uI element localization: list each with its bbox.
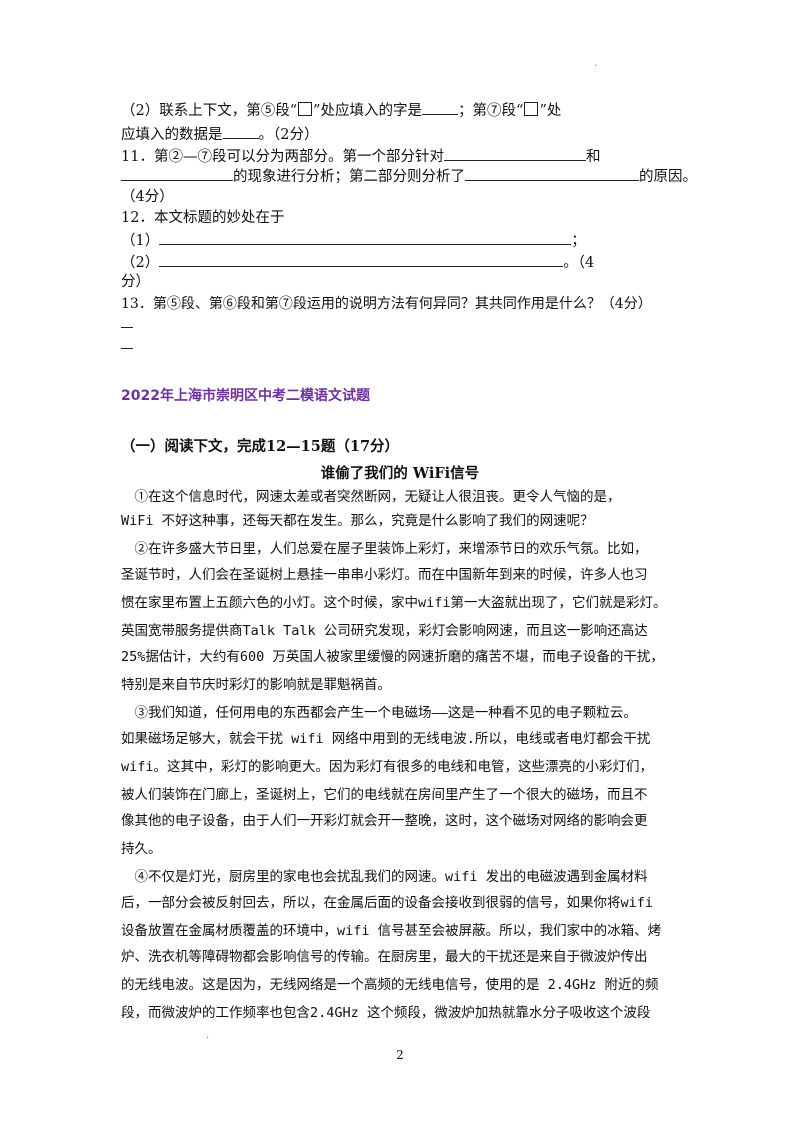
question-12-line-4: 分） (121, 272, 701, 292)
article-title: 谁偷了我们的 WiFi信号 (320, 465, 480, 482)
article-line: 如果磁场足够大，就会干扰 wifi 网络中用到的无线电波.所以，电线或者电灯都会… (121, 731, 651, 747)
article-line: 英国宽带服务提供商Talk Talk 公司研究发现，彩灯会影响网速，而且这一影响… (121, 623, 648, 639)
question-13-line-1: 13．第⑤段、第⑥段和第⑦段运用的说明方法有何异同？其共同作用是什么？（4分） (121, 294, 701, 314)
text: 和 (585, 149, 601, 165)
article-line: ③我们知道，任何用电的东西都会产生一个电磁场——这是一种看不见的电子颗粒云。 (121, 705, 637, 721)
question-11-line-1: 11．第②—⑦段可以分为两部分。第一个部分针对 和 (121, 146, 701, 167)
text: 的原因。 (639, 169, 697, 185)
question-10-2-line-1: （2）联系上下文，第⑤段“ ”处应填入的字是 ；第⑦段“ ”处 (121, 100, 701, 121)
text: （4分） (121, 189, 174, 205)
text: 11．第②—⑦段可以分为两部分。第一个部分针对 (121, 149, 444, 165)
footer-dot: . (206, 1030, 210, 1041)
answer-blank (443, 146, 586, 161)
article-line: ①在这个信息时代，网速太差或者突然断网，无疑让人很沮丧。更令人气恼的是， (121, 489, 621, 505)
text: ”处应填入的字是 (313, 103, 423, 119)
article-line: 惯在家里布置上五颜六色的小灯。这个时候，家中wifi第一大盗就出现了，它们就是彩… (121, 595, 667, 611)
article-line: 圣诞节时，人们会在圣诞树上悬挂一串串小彩灯。而在中国新年到来的时候，许多人也习 (121, 567, 648, 583)
article-line: 特别是来自节庆时彩灯的影响就是罪魁祸首。 (121, 677, 391, 693)
text: 。（4 (563, 255, 595, 271)
article-line: 段，而微波炉的工作频率也包含2.4GHz 这个频段，微波炉加热就靠水分子吸收这个… (121, 1005, 651, 1021)
article-line: 设备放置在金属材质覆盖的环境中，wifi 信号甚至会被屏蔽。所以，我们家中的冰箱… (121, 923, 662, 939)
answer-blank (422, 100, 459, 115)
text: 12．本文标题的妙处在于 (121, 210, 285, 226)
article-line: 被人们装饰在门廊上，圣诞树上，它们的电线就在房间里产生了一个很大的磁场，而且不 (121, 787, 648, 803)
article-line: ④不仅是灯光，厨房里的家电也会扰乱我们的网速。wifi 发出的电磁波遇到金属材料 (121, 869, 648, 885)
text: 。（2分） (258, 127, 319, 143)
text: 13．第⑤段、第⑥段和第⑦段运用的说明方法有何异同？其共同作用是什么？（4分） (121, 296, 652, 312)
answer-blank (222, 124, 259, 139)
article-line: 25%据估计，大约有600 万英国人被家里缓慢的网速折磨的痛苦不堪，而电子设备的… (121, 649, 664, 665)
text: 的现象进行分析；第二部分则分析了 (233, 169, 465, 185)
question-12-line-1: 12．本文标题的妙处在于 (121, 208, 701, 228)
article-line: 持久。 (121, 841, 162, 857)
question-12-item-2: （2） 。（4 (121, 252, 701, 273)
text: ”处 (539, 103, 562, 119)
text: （2） (121, 255, 160, 271)
article-line: 的无线电波。这是因为，无线网络是一个高频的无线电信号，使用的是 2.4GHz 附… (121, 977, 659, 993)
answer-dash (121, 348, 133, 349)
question-10-2-line-2: 应填入的数据是 。（2分） (121, 124, 701, 145)
text: （2）联系上下文，第⑤段“ (121, 103, 298, 119)
page-number: 2 (396, 1048, 404, 1062)
blank-box-icon (298, 102, 313, 116)
article-line: WiFi 不好这种事，还每天都在发生。那么，究竟是什么影响了我们的网速呢？ (121, 513, 594, 529)
text: 应填入的数据是 (121, 127, 223, 143)
text: （1） (121, 233, 160, 249)
answer-dash (121, 327, 133, 328)
text: ； (571, 233, 586, 249)
article-line: 像其他的电子设备，由于人们一开彩灯就会开一整晚，这时，这个磁场对网络的影响会更 (121, 813, 648, 829)
corner-dot: . (594, 58, 598, 69)
answer-blank (159, 230, 572, 245)
article-line: wifi。这其中，彩灯的影响更大。因为彩灯有很多的电线和电管，这些漂亮的小彩灯们… (121, 759, 654, 775)
question-12-item-1: （1） ； (121, 230, 701, 251)
article-line: 后，一部分会被反射回去，所以，在金属后面的设备会接收到很弱的信号，如果你将wif… (121, 895, 654, 911)
answer-blank (121, 166, 233, 181)
blank-box-icon (524, 102, 539, 116)
article-line: 炉、洗衣机等障碍物都会影响信号的传输。在厨房里，最大的干扰还是来自于微波炉传出 (121, 949, 648, 965)
question-11-line-2: 的现象进行分析；第二部分则分析了 的原因。 (121, 166, 701, 187)
exam-title: 2022年上海市崇明区中考二模语文试题 (121, 388, 370, 404)
answer-blank (465, 166, 639, 181)
question-11-line-3: （4分） (121, 187, 701, 207)
answer-blank (159, 252, 564, 267)
article-line: ②在许多盛大节日里，人们总爱在屋子里装饰上彩灯，来增添节日的欢乐气氛。比如， (121, 541, 648, 557)
section-heading: （一）阅读下文，完成12—15题（17分） (121, 438, 400, 455)
text: ；第⑦段“ (458, 103, 524, 119)
text: 分） (121, 274, 150, 290)
